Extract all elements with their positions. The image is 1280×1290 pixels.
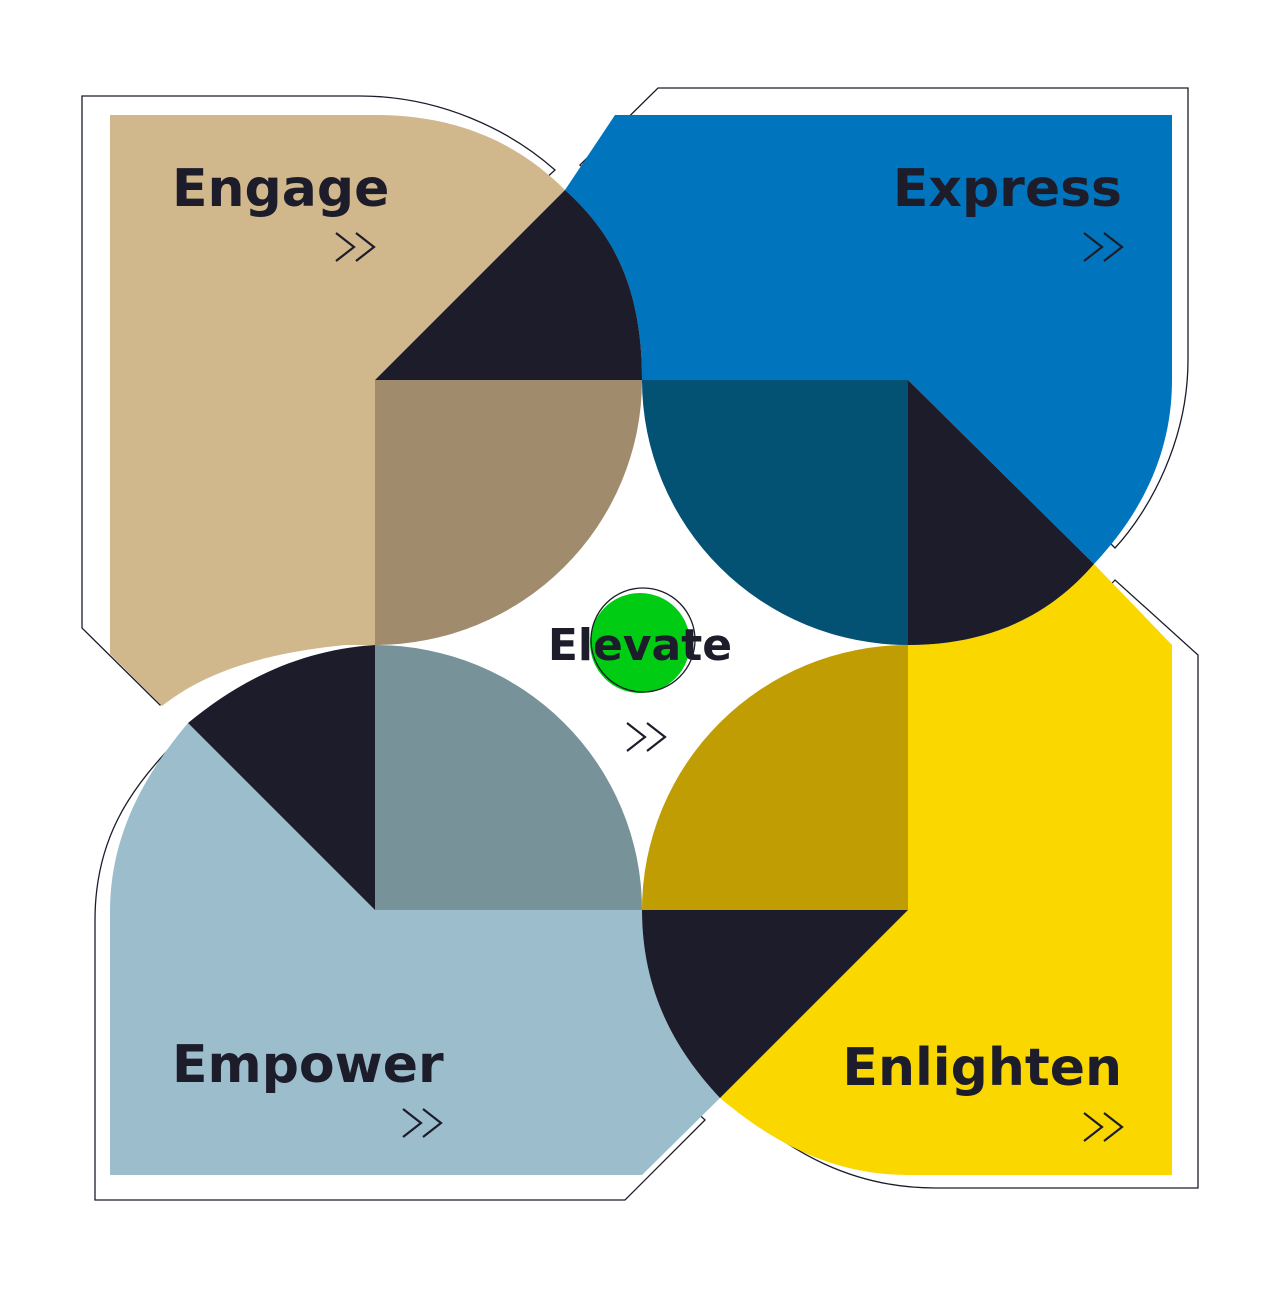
double-chevron-right-icon bbox=[1083, 232, 1124, 262]
enlighten-shape bbox=[720, 564, 1172, 1175]
engage-title: Engage bbox=[172, 159, 389, 219]
double-chevron-right-icon bbox=[1083, 1112, 1124, 1142]
double-chevron-right-icon bbox=[335, 232, 376, 262]
express-title: Express bbox=[893, 159, 1122, 219]
enlighten-dark-wedge bbox=[642, 910, 908, 1098]
empower-title: Empower bbox=[172, 1035, 444, 1095]
express-shape bbox=[565, 115, 1172, 564]
double-chevron-right-icon bbox=[402, 1108, 443, 1138]
enlighten-title: Enlighten bbox=[842, 1038, 1122, 1098]
center-dot bbox=[590, 593, 690, 693]
express-overlap-quarter bbox=[642, 380, 908, 645]
engage-overlap-quarter bbox=[375, 380, 642, 645]
empower-dark-wedge bbox=[188, 645, 375, 910]
express-dark-wedge bbox=[908, 380, 1094, 645]
empower-overlap-quarter bbox=[375, 645, 642, 910]
center-dot-outline bbox=[590, 587, 696, 693]
empower-shape bbox=[110, 723, 720, 1175]
double-chevron-right-icon bbox=[626, 722, 667, 752]
engage-dark-wedge bbox=[375, 190, 642, 380]
enlighten-overlap-quarter bbox=[642, 645, 908, 910]
center-title: Elevate bbox=[548, 620, 732, 671]
engage-shape bbox=[110, 115, 565, 706]
